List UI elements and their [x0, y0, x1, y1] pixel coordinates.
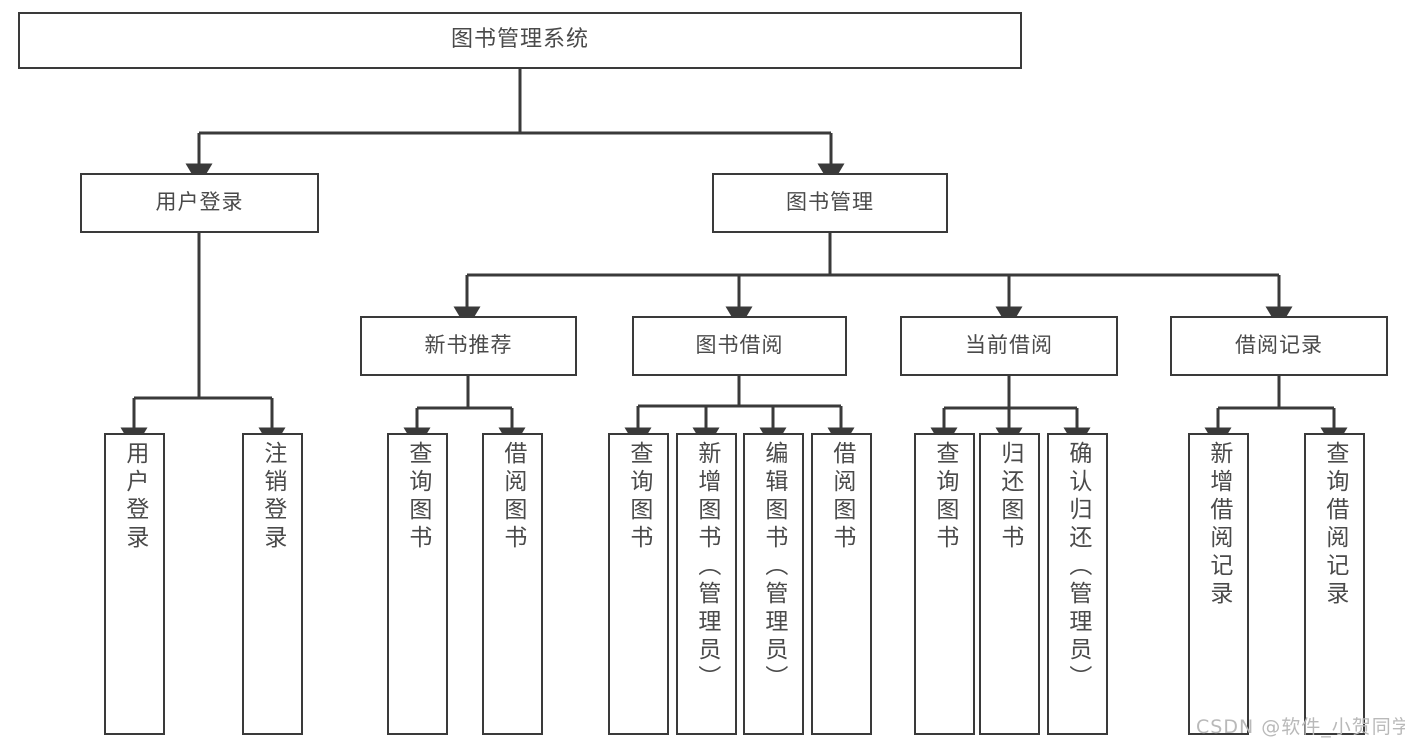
node-label: 借阅图书: [828, 441, 855, 553]
node-label: 新增图书（管理员）: [693, 441, 720, 693]
node-label: 查询借阅记录: [1321, 441, 1348, 609]
node-root-system[interactable]: 图书管理系统: [18, 12, 1022, 69]
node-new-book-recommend[interactable]: 新书推荐: [360, 316, 577, 376]
node-current-borrow[interactable]: 当前借阅: [900, 316, 1118, 376]
leaf-current-borrow-return[interactable]: 归还图书: [979, 433, 1040, 735]
node-label: 查询图书: [931, 441, 958, 553]
leaf-user-login-logout[interactable]: 注销登录: [242, 433, 303, 735]
node-label: 注销登录: [259, 441, 286, 553]
node-borrow-record[interactable]: 借阅记录: [1170, 316, 1388, 376]
node-label: 用户登录: [121, 441, 148, 553]
leaf-current-borrow-confirm-return[interactable]: 确认归还（管理员）: [1047, 433, 1108, 735]
leaf-new-book-query[interactable]: 查询图书: [387, 433, 448, 735]
node-label: 查询图书: [625, 441, 652, 553]
node-label: 图书借阅: [695, 333, 784, 358]
node-label: 新增借阅记录: [1205, 441, 1232, 609]
node-label: 图书管理系统: [450, 27, 589, 53]
node-label: 借阅记录: [1235, 333, 1323, 358]
leaf-user-login-login[interactable]: 用户登录: [104, 433, 165, 735]
node-label: 编辑图书（管理员）: [760, 441, 787, 693]
leaf-book-borrow-query[interactable]: 查询图书: [608, 433, 669, 735]
leaf-book-borrow-borrow[interactable]: 借阅图书: [811, 433, 872, 735]
node-label: 用户登录: [155, 190, 244, 215]
node-book-management[interactable]: 图书管理: [712, 173, 948, 233]
leaf-borrow-record-add[interactable]: 新增借阅记录: [1188, 433, 1249, 735]
node-label: 归还图书: [996, 441, 1023, 553]
leaf-book-borrow-edit[interactable]: 编辑图书（管理员）: [743, 433, 804, 735]
node-book-borrow[interactable]: 图书借阅: [632, 316, 847, 376]
leaf-book-borrow-add[interactable]: 新增图书（管理员）: [676, 433, 737, 735]
node-label: 当前借阅: [965, 333, 1053, 358]
node-label: 图书管理: [786, 190, 874, 215]
node-label: 确认归还（管理员）: [1064, 441, 1091, 693]
leaf-new-book-borrow[interactable]: 借阅图书: [482, 433, 543, 735]
node-user-login[interactable]: 用户登录: [80, 173, 319, 233]
leaf-current-borrow-query[interactable]: 查询图书: [914, 433, 975, 735]
node-label: 查询图书: [404, 441, 431, 553]
node-label: 借阅图书: [499, 441, 526, 553]
node-label: 新书推荐: [424, 333, 513, 358]
leaf-borrow-record-query[interactable]: 查询借阅记录: [1304, 433, 1365, 735]
